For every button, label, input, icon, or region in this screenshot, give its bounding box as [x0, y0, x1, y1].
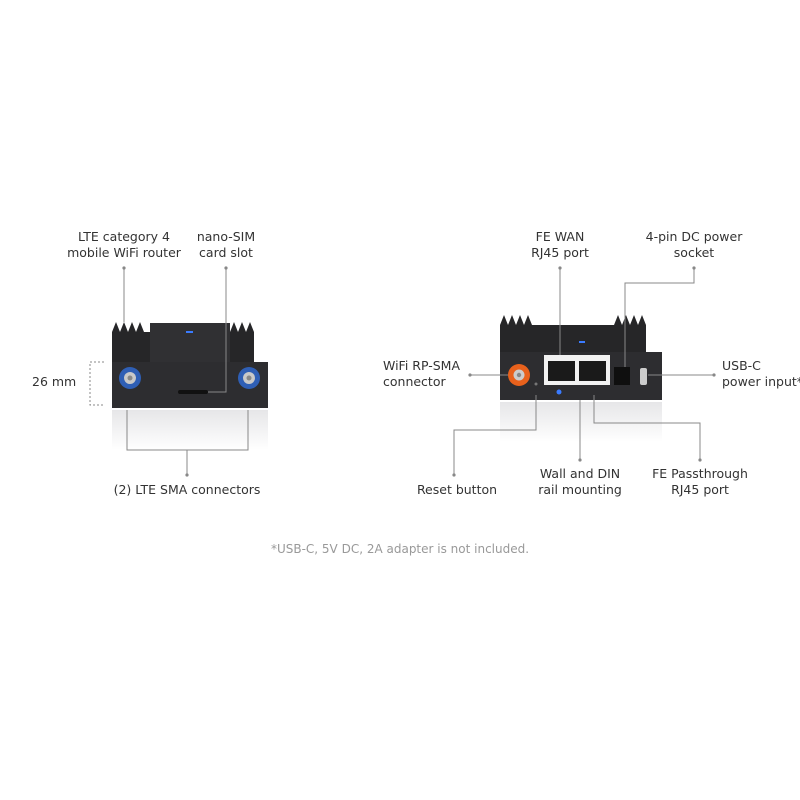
sim-slot	[178, 390, 208, 394]
sma-connector-left	[119, 367, 141, 389]
front-device	[112, 322, 268, 450]
status-led	[579, 341, 585, 343]
wifi-rp-sma-connector	[508, 364, 530, 386]
sma-connector-right	[238, 367, 260, 389]
footnote: *USB-C, 5V DC, 2A adapter is not include…	[270, 542, 530, 556]
reset-hole	[534, 382, 538, 386]
leader-lines	[89, 268, 714, 475]
leader-dots	[122, 266, 716, 477]
dc-socket	[614, 367, 630, 385]
label-height: 26 mm	[32, 374, 77, 389]
status-led	[186, 331, 193, 333]
label-reset: Reset button	[416, 482, 498, 497]
rear-device	[500, 315, 662, 442]
usbc-port	[640, 368, 647, 385]
label-lte-sma: (2) LTE SMA connectors	[113, 482, 261, 497]
